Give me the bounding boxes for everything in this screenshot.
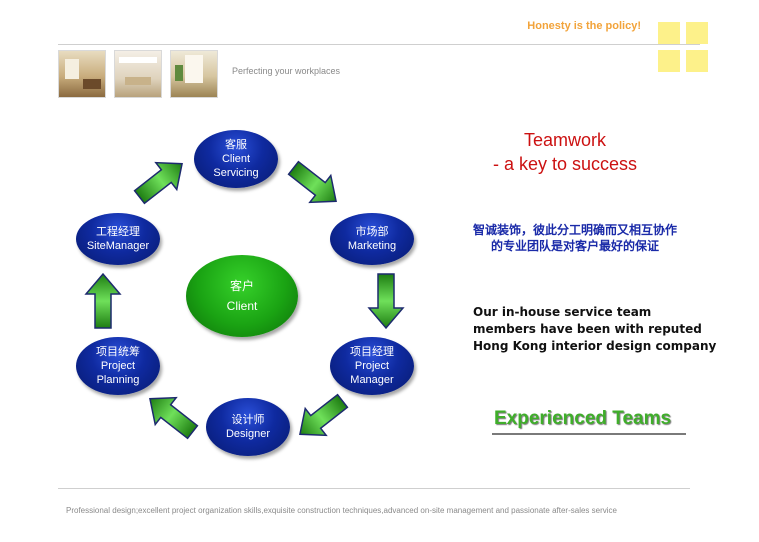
- node-label-en: Designer: [225, 428, 271, 440]
- tagline-text: Perfecting your workplaces: [232, 66, 341, 76]
- footer-text: Professional design;excellent project or…: [66, 506, 617, 515]
- logo-square: [658, 22, 680, 44]
- node-label-cn: 客服: [225, 138, 247, 151]
- english-description-line-1: Our in-house service team: [473, 305, 652, 319]
- arrow-planning-to-site-icon: [84, 272, 122, 329]
- arrow-client-to-marketing-icon: [287, 160, 337, 204]
- node-label-en: Client: [221, 153, 251, 165]
- interior-photo-3: [170, 50, 218, 98]
- chinese-description-line-2: 的专业团队是对客户最好的保证: [490, 239, 659, 253]
- node-label-cn: 设计师: [231, 413, 265, 426]
- node-project-manager: 项目经理 Project Manager: [330, 337, 414, 395]
- chinese-description-line-1: 智诚装饰，彼此分工明确而又相互协作: [472, 223, 677, 237]
- english-description-line-2: members have been with reputed: [473, 322, 702, 336]
- node-marketing: 市场部 Marketing: [330, 213, 414, 265]
- experienced-teams-heading: Experienced Teams: [494, 408, 672, 429]
- logo-square: [658, 50, 680, 72]
- node-label-cn: 市场部: [355, 225, 389, 238]
- arrow-site-to-client-icon: [133, 161, 183, 205]
- node-label-en: Planning: [96, 374, 140, 386]
- node-label-cn: 工程经理: [96, 225, 140, 238]
- logo-square: [686, 50, 708, 72]
- interior-photo-2: [114, 50, 162, 98]
- arrow-marketing-to-pm-icon: [367, 273, 405, 330]
- experienced-teams-underline: [492, 433, 686, 435]
- node-label-en: Client: [226, 299, 258, 313]
- node-label-cn: 项目经理: [350, 345, 394, 358]
- footer-divider: [58, 488, 690, 489]
- node-label-en: Marketing: [347, 240, 397, 252]
- node-label-en: SiteManager: [86, 240, 150, 252]
- motto-text: Honesty is the policy!: [527, 20, 641, 32]
- arrow-pm-to-designer-icon: [299, 393, 349, 437]
- node-label-cn: 项目统筹: [96, 345, 140, 358]
- node-project-planning: 项目统筹 Project Planning: [76, 337, 160, 395]
- node-label-cn: 客户: [229, 279, 254, 293]
- node-site-manager: 工程经理 SiteManager: [76, 213, 160, 265]
- node-label-en: Project: [354, 360, 390, 372]
- interior-photo-1: [58, 50, 106, 98]
- node-client-servicing: 客服 Client Servicing: [194, 130, 278, 188]
- node-designer: 设计师 Designer: [206, 398, 290, 456]
- logo-square: [686, 22, 708, 44]
- heading-teamwork: Teamwork: [523, 130, 607, 150]
- arrow-designer-to-planning-icon: [149, 396, 199, 440]
- node-label-en: Project: [100, 360, 136, 372]
- header-divider: [58, 44, 700, 45]
- node-label-en: Servicing: [213, 167, 259, 179]
- heading-key-to-success: - a key to success: [492, 154, 638, 174]
- node-label-en: Manager: [350, 374, 394, 386]
- node-center-client: 客户 Client: [186, 255, 298, 337]
- english-description-line-3: Hong Kong interior design company: [473, 339, 717, 353]
